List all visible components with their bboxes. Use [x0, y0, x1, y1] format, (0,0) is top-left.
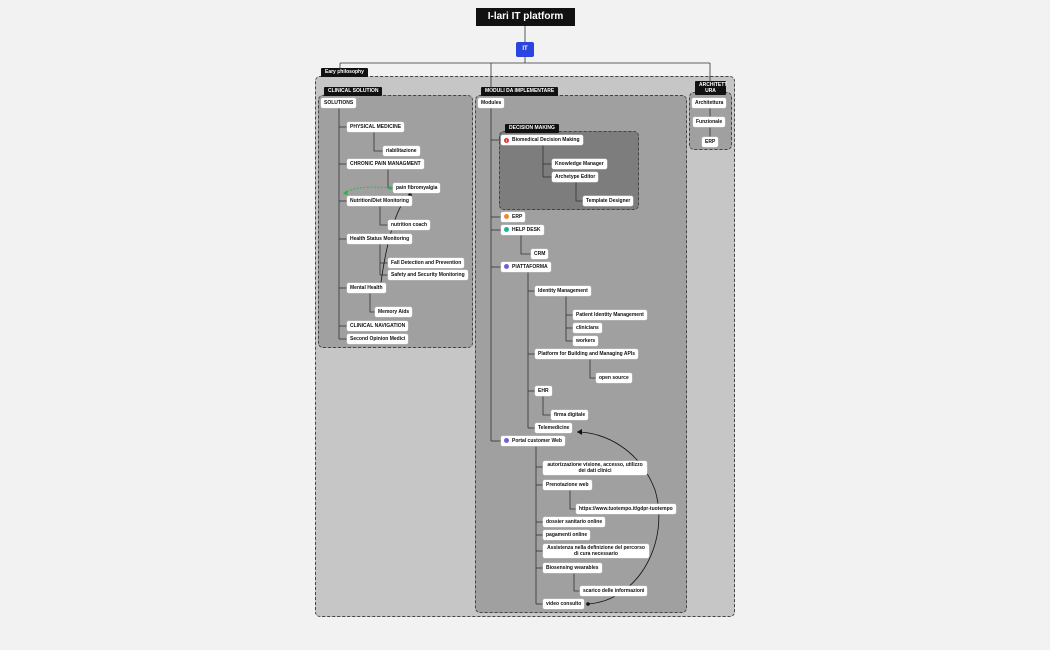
node-pagamenti-online[interactable]: pagamenti online [543, 530, 591, 540]
purple-marker-icon [504, 264, 509, 269]
node-health-status[interactable]: Health Status Monitoring [347, 234, 413, 244]
teal-marker-icon [504, 227, 509, 232]
node-help-desk[interactable]: HELP DESK [501, 225, 544, 235]
decision-group-label: DECISION MAKING [505, 124, 559, 133]
node-autorizzazione[interactable]: autorizzazione visione, accesso, utilizz… [543, 461, 647, 475]
red-marker-icon: ! [504, 138, 509, 143]
outer-group-label: Eary philosophy [321, 68, 368, 77]
node-template-designer[interactable]: Template Designer [583, 196, 634, 206]
node-telemedicine[interactable]: Telemedicine [535, 423, 573, 433]
clinical-group-label: CLINICAL SOLUTION [324, 87, 383, 96]
node-biomedical-decision[interactable]: !Biomedical Decision Making [501, 135, 583, 145]
node-patient-identity[interactable]: Patient Identity Management [573, 310, 647, 320]
node-identity-management[interactable]: Identity Management [535, 286, 591, 296]
node-architettura[interactable]: Architettura [692, 98, 727, 108]
node-chronic-pain[interactable]: CHRONIC PAIN MANAGMENT [347, 159, 424, 169]
node-tuotempo-url[interactable]: https://www.tuotempo.it/gdpr-tuotempo [576, 504, 676, 514]
node-clinical-navigation[interactable]: CLINICAL NAVIGATION [347, 321, 409, 331]
root-node[interactable]: IT [516, 42, 534, 57]
node-open-source[interactable]: open source [596, 373, 632, 383]
node-dossier-sanitario[interactable]: dossier sanitario online [543, 517, 606, 527]
node-arch-erp[interactable]: ERP [702, 137, 719, 147]
node-physical-medicine[interactable]: PHYSICAL MEDICINE [347, 122, 405, 132]
clinical-group [318, 95, 473, 348]
page-title: I-lari IT platform [476, 8, 575, 26]
purple-marker-icon [504, 438, 509, 443]
node-portal-customer[interactable]: Portal customer Web [501, 436, 565, 446]
node-nutrition-coach[interactable]: nutrition coach [388, 220, 431, 230]
node-workers[interactable]: workers [573, 336, 599, 346]
node-solutions[interactable]: SOLUTIONS [321, 98, 357, 108]
node-scarico-informazioni[interactable]: scarico delle informazioni [580, 586, 648, 596]
node-firma-digitale[interactable]: firma digitale [551, 410, 589, 420]
node-pain-fibromyalgia[interactable]: pain fibromyalgia [393, 183, 441, 193]
node-clinicians[interactable]: clinicians [573, 323, 602, 333]
node-safety-monitoring[interactable]: Safety and Security Monitoring [388, 270, 468, 280]
node-archetype-editor[interactable]: Archetype Editor [552, 172, 599, 182]
node-piattaforma[interactable]: PIATTAFORMA [501, 262, 551, 272]
node-erp[interactable]: ERP [501, 212, 526, 222]
node-funzionale[interactable]: Funzionale [693, 117, 726, 127]
moduli-group-label: MODULI DA IMPLEMENTARE [481, 87, 559, 96]
node-riabilitazione[interactable]: riabilitazione [383, 146, 420, 156]
node-mental-health[interactable]: Mental Health [347, 283, 386, 293]
node-video-consulto[interactable]: video consulto [543, 599, 585, 609]
node-assistenza[interactable]: Assistenza nella definizione del percors… [543, 544, 649, 558]
node-ehr[interactable]: EHR [535, 386, 552, 396]
node-knowledge-manager[interactable]: Knowledge Manager [552, 159, 607, 169]
node-memory-aids[interactable]: Memory Aids [375, 307, 413, 317]
node-crm[interactable]: CRM [531, 249, 549, 259]
node-platform-apis[interactable]: Platform for Building and Managing APIs [535, 349, 639, 359]
node-prenotazione-web[interactable]: Prenotazione web [543, 480, 592, 490]
node-fall-detection[interactable]: Fall Detection and Prevention [388, 258, 465, 268]
node-nutrition-monitoring[interactable]: Nutrition/Diet Monitoring [347, 196, 412, 206]
node-modules[interactable]: Modules [478, 98, 505, 108]
node-second-opinion[interactable]: Second Opinion Medici [347, 334, 409, 344]
architettura-group-label: ARCHITETT URA [695, 81, 727, 95]
node-biosensing[interactable]: Biosensing wearables [543, 563, 602, 573]
orange-marker-icon [504, 214, 509, 219]
